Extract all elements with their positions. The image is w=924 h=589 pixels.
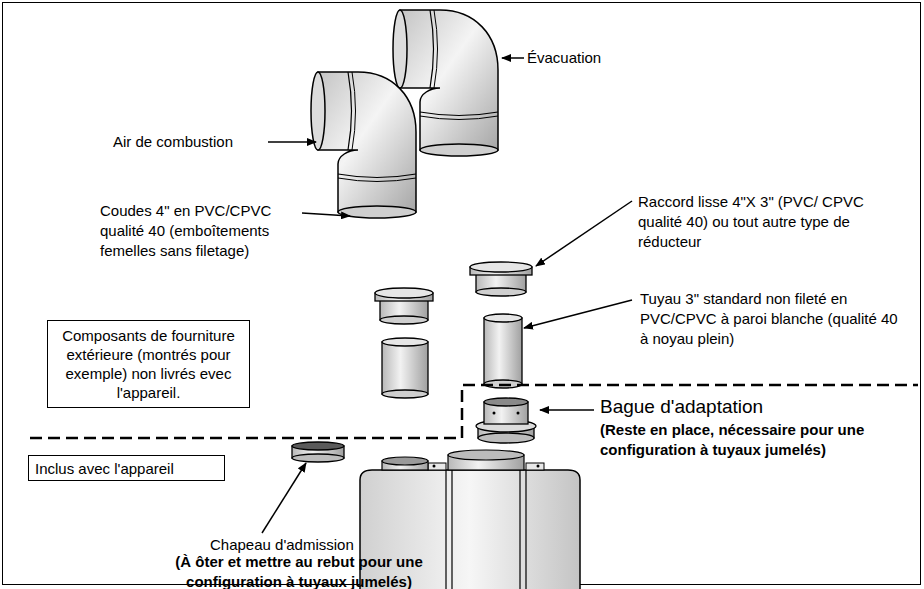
leader-arrow xyxy=(540,409,594,411)
note-text: (Reste en place, nécessaire pour une con… xyxy=(600,420,900,460)
note-text: (À ôter et mettre au rebut pour une conf… xyxy=(158,552,440,589)
leader-lines xyxy=(262,58,632,533)
intake-coupling xyxy=(375,288,433,324)
reducer-coupling xyxy=(470,262,532,296)
node-text-group: Composants de fourniture extérieure (mon… xyxy=(54,326,243,402)
intake-elbow xyxy=(311,72,416,218)
leader-arrow xyxy=(524,300,632,328)
node-text-group: Inclus avec l'appareil xyxy=(35,459,174,478)
exhaust-pipe xyxy=(484,314,522,388)
part-label: Tuyau 3" standard non fileté en PVC/CPVC… xyxy=(640,289,900,349)
intake-cap xyxy=(292,442,344,462)
leader-arrow xyxy=(302,213,350,216)
part-label: Coudes 4" en PVC/CPVC qualité 40 (emboît… xyxy=(100,201,315,261)
adapter-ring xyxy=(476,398,536,443)
part-label: Chapeau d'admission xyxy=(210,535,390,555)
leader-arrow xyxy=(536,201,632,266)
note-box: Inclus avec l'appareil xyxy=(28,455,225,481)
intake-pipe xyxy=(382,338,428,398)
part-label: Évacuation xyxy=(527,48,667,68)
leader-arrow xyxy=(502,57,524,59)
part-label: Air de combustion xyxy=(113,132,273,152)
leader-arrow xyxy=(262,463,306,533)
part-label: Raccord lisse 4"X 3" (PVC/ CPVC qualité … xyxy=(638,192,900,252)
box-text: Inclus avec l'appareil xyxy=(35,459,174,478)
part-label: Bague d'adaptation xyxy=(600,396,860,418)
box-text: Composants de fourniture extérieure (mon… xyxy=(54,326,243,402)
note-box: Composants de fourniture extérieure (mon… xyxy=(47,320,250,408)
leader-arrow xyxy=(268,141,316,143)
